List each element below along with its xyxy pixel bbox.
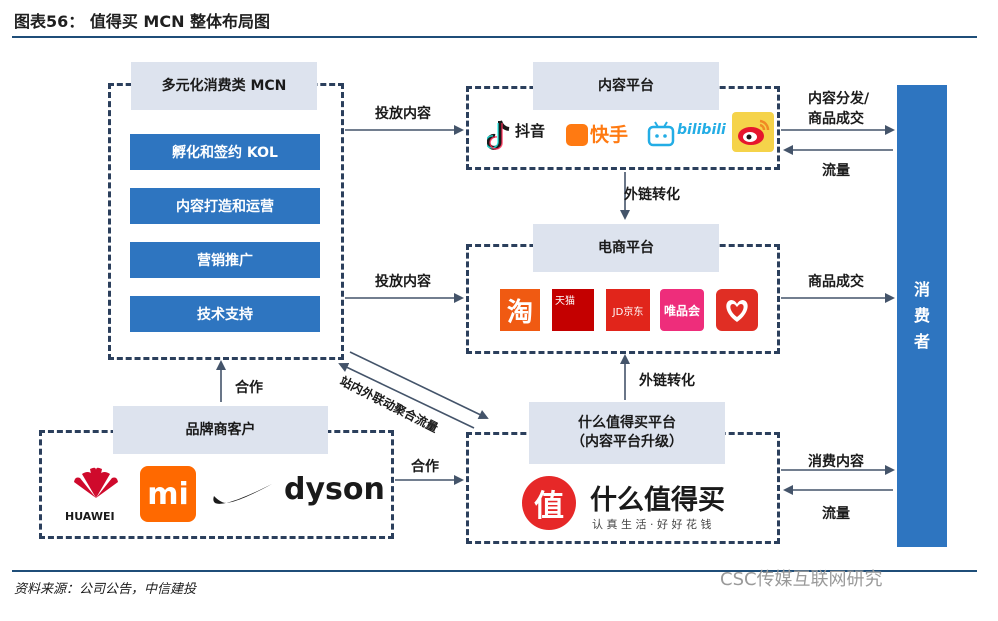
consumer-char: 消 — [913, 280, 930, 299]
weibo-eye-icon — [738, 119, 770, 145]
smzdm-logo: 值 — [522, 476, 576, 530]
flow-ecom-to-consumer-label: 商品成交 — [808, 274, 864, 290]
tmall-logo: 天猫 — [552, 289, 594, 331]
smzdm-title-line-2: （内容平台升级） — [571, 434, 683, 450]
flow-mcn-to-content-label: 投放内容 — [375, 106, 431, 122]
source-note: 资料来源：公司公告，中信建投 — [14, 582, 197, 597]
smzdm-title-line-1: 什么值得买平台 — [578, 415, 676, 432]
figure-title: 图表56： 值得买 MCN 整体布局图 — [14, 12, 271, 31]
kuaishou-icon — [566, 124, 588, 146]
arrow-diagonal-up — [338, 362, 475, 429]
pinduoduo-logo — [716, 289, 758, 331]
smzdm-platform-title: 什么值得买平台 （内容平台升级） — [529, 402, 725, 464]
flow-mcn-to-ecom-label: 投放内容 — [375, 274, 431, 290]
bilibili-tv-icon — [647, 121, 675, 147]
nike-swoosh-icon — [213, 484, 272, 504]
ecommerce-platform-title: 电商平台 — [533, 224, 719, 272]
douyin-note-icon — [485, 120, 510, 150]
xiaomi-logo: mi — [140, 466, 196, 522]
jd-logo: JD京东 — [606, 289, 650, 331]
mcn-service-content: 内容打造和运营 — [130, 188, 320, 224]
consumer-char: 费 — [913, 306, 930, 325]
flow-smzdm-to-consumer-label: 消费内容 — [808, 454, 864, 470]
flow-content-to-consumer-label-1: 内容分发/ — [808, 91, 870, 107]
flow-content-to-ecom-label: 外链转化 — [624, 187, 680, 203]
flow-brand-to-mcn-label: 合作 — [235, 380, 263, 396]
flow-brand-to-smzdm-label: 合作 — [411, 459, 439, 475]
smzdm-name: 什么值得买 — [590, 485, 725, 516]
flow-consumer-to-smzdm-label: 流量 — [822, 506, 850, 522]
kuaishou-name: 快手 — [590, 124, 629, 146]
mcn-service-marketing: 营销推广 — [130, 242, 320, 278]
top-rule — [12, 36, 977, 38]
arrow-diagonal-down — [349, 351, 489, 420]
mcn-service-incubation: 孵化和签约 KOL — [130, 134, 320, 170]
mcn-title: 多元化消费类 MCN — [131, 62, 317, 110]
consumer-char: 者 — [913, 332, 930, 351]
bilibili-name: bilibili — [677, 122, 726, 138]
weibo-logo — [732, 112, 774, 152]
vipshop-logo: 唯品会 — [660, 289, 704, 331]
dyson-name: dyson — [284, 472, 385, 507]
brand-clients-title: 品牌商客户 — [113, 406, 328, 454]
douyin-name: 抖音 — [515, 122, 546, 140]
flow-consumer-to-content-label: 流量 — [822, 163, 850, 179]
huawei-name: HUAWEI — [65, 510, 115, 523]
flow-content-to-consumer-label-2: 商品成交 — [808, 111, 864, 127]
content-platform-title: 内容平台 — [533, 62, 719, 110]
bottom-rule — [12, 570, 977, 572]
douyin-logo — [485, 118, 513, 152]
flow-smzdm-to-ecom-label: 外链转化 — [639, 373, 695, 389]
taobao-logo: 淘 — [500, 289, 540, 331]
mcn-service-tech: 技术支持 — [130, 296, 320, 332]
consumer-bar: 消 费 者 — [897, 85, 947, 547]
smzdm-slogan: 认 真 生 活 · 好 好 花 钱 — [592, 518, 712, 531]
pinduoduo-heart-icon — [726, 300, 748, 322]
huawei-flower-icon — [74, 467, 118, 498]
watermark: CSC传媒互联网研究 — [720, 569, 883, 590]
